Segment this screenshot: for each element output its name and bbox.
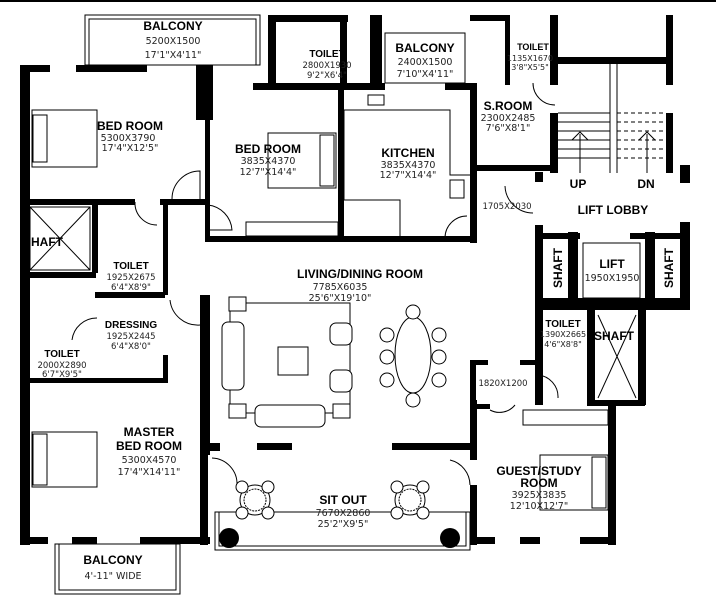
toilet-top-size-mm: 2800X1930 — [302, 61, 351, 71]
toilet-guest-name: TOILET — [545, 319, 580, 330]
wardrobe — [245, 221, 339, 237]
guest-room-name-line2: ROOM — [520, 476, 557, 490]
s-room-size-ft: 7'6"X8'1" — [486, 123, 531, 134]
walls — [20, 15, 690, 545]
stairs-down-label: DN — [637, 177, 654, 191]
toilet-master-name: TOILET — [44, 349, 79, 360]
sit-out-name: SIT OUT — [319, 493, 367, 507]
balcony-master-name: BALCONY — [83, 553, 142, 567]
guest-room-size-mm: 3925X3835 — [512, 490, 567, 501]
bed-icon — [31, 109, 609, 511]
bedroom-1-name: BED ROOM — [97, 119, 163, 133]
toilet-master-size-mm: 2000X2890 — [37, 361, 86, 371]
kitchen-name: KITCHEN — [381, 146, 434, 160]
living-size-mm: 7785X6035 — [313, 282, 368, 293]
toilet-master-size-ft: 6'7"X9'5" — [42, 370, 82, 380]
frame-line — [0, 0, 716, 2]
dressing-size-ft: 6'4"X8'0" — [111, 342, 151, 352]
balcony-kitchen-size-mm: 2400X1500 — [398, 57, 453, 68]
passage-size-mm: 1705X2030 — [482, 202, 531, 212]
s-room-size-mm: 2300X2485 — [481, 113, 536, 124]
foyer-size-mm: 1820X1200 — [478, 379, 527, 389]
balcony-top-name: BALCONY — [143, 19, 202, 33]
fridge-icon — [449, 179, 465, 199]
lift-car — [582, 242, 641, 299]
dining-table-icon — [379, 304, 447, 408]
staircase — [558, 64, 666, 173]
dressing-name: DRESSING — [105, 320, 157, 331]
shaft-left-name: SHAFT — [23, 235, 64, 249]
toilet-left-size-mm: 1925X2675 — [106, 273, 155, 283]
toilet-small-size-mm: 1135X1670 — [507, 54, 553, 63]
lift-name: LIFT — [599, 257, 625, 271]
thin-lines — [29, 14, 666, 595]
living-name: LIVING/DINING ROOM — [297, 267, 423, 281]
master-bedroom-size-mm: 5300X4570 — [122, 455, 177, 466]
wardrobe — [522, 409, 609, 426]
doors — [71, 82, 559, 486]
s-room-name: S.ROOM — [484, 99, 533, 113]
kitchen-size-mm: 3835X4370 — [381, 160, 436, 171]
sofa-set-icon — [221, 296, 353, 428]
toilet-top-size-ft: 9'2"X6'4" — [307, 71, 347, 81]
bedroom-2-size-ft: 12'7"X14'4" — [240, 167, 297, 178]
shaft-lift-1-name: SHAFT — [551, 247, 565, 288]
bedroom-2-name: BED ROOM — [235, 142, 301, 156]
lift-size-mm: 1950X1950 — [585, 273, 640, 284]
kitchen-size-ft: 12'7"X14'4" — [380, 170, 437, 181]
bedroom-1-size-ft: 17'4"X12'5" — [102, 143, 159, 154]
toilet-guest-size-mm: 1390X2665 — [540, 330, 586, 339]
balcony-master-size: 4'-11" WIDE — [84, 571, 141, 582]
toilet-left-size-ft: 6'4"X8'9" — [111, 283, 151, 293]
room-labels: BALCONY 5200X1500 17'1"X4'11" TOILET 280… — [23, 19, 676, 582]
sit-out-size-ft: 25'2"X9'5" — [318, 519, 369, 530]
toilet-top-name: TOILET — [309, 49, 344, 60]
dressing-size-mm: 1925X2445 — [106, 332, 155, 342]
toilet-small-size-ft: 3'8"X5'5" — [511, 63, 549, 72]
shaft-cross — [29, 206, 637, 399]
sink-icon — [367, 94, 385, 106]
shaft-lift-2-name: SHAFT — [662, 247, 676, 288]
lift-lobby-name: LIFT LOBBY — [578, 203, 649, 217]
master-bedroom-name-line2: BED ROOM — [116, 439, 182, 453]
master-bedroom-size-ft: 17'4"X14'11" — [118, 467, 181, 478]
balcony-top-size-ft: 17'1"X4'11" — [145, 50, 202, 61]
guest-room-size-ft: 12'10X12'7" — [510, 501, 568, 512]
toilet-left-name: TOILET — [113, 261, 148, 272]
bedroom-2-size-mm: 3835X4370 — [241, 156, 296, 167]
guest-room-name-line1: GUEST/STUDY — [496, 464, 581, 478]
balcony-top-size-mm: 5200X1500 — [146, 36, 201, 47]
toilet-small-name: TOILET — [517, 42, 549, 52]
balcony-kitchen-name: BALCONY — [395, 41, 454, 55]
balcony-kitchen-size-ft: 7'10"X4'11" — [397, 69, 454, 80]
stairs-up-label: UP — [570, 177, 587, 191]
sit-out-size-mm: 7670X2860 — [316, 508, 371, 519]
outdoor-table-icon — [219, 480, 460, 548]
master-bedroom-name-line1: MASTER — [124, 425, 175, 439]
living-size-ft: 25'6"X19'10" — [309, 293, 372, 304]
bedroom-1-size-mm: 5300X3790 — [101, 133, 156, 144]
toilet-guest-size-ft: 4'6"X8'8" — [544, 340, 582, 349]
shaft-right-name: SHAFT — [594, 329, 635, 343]
